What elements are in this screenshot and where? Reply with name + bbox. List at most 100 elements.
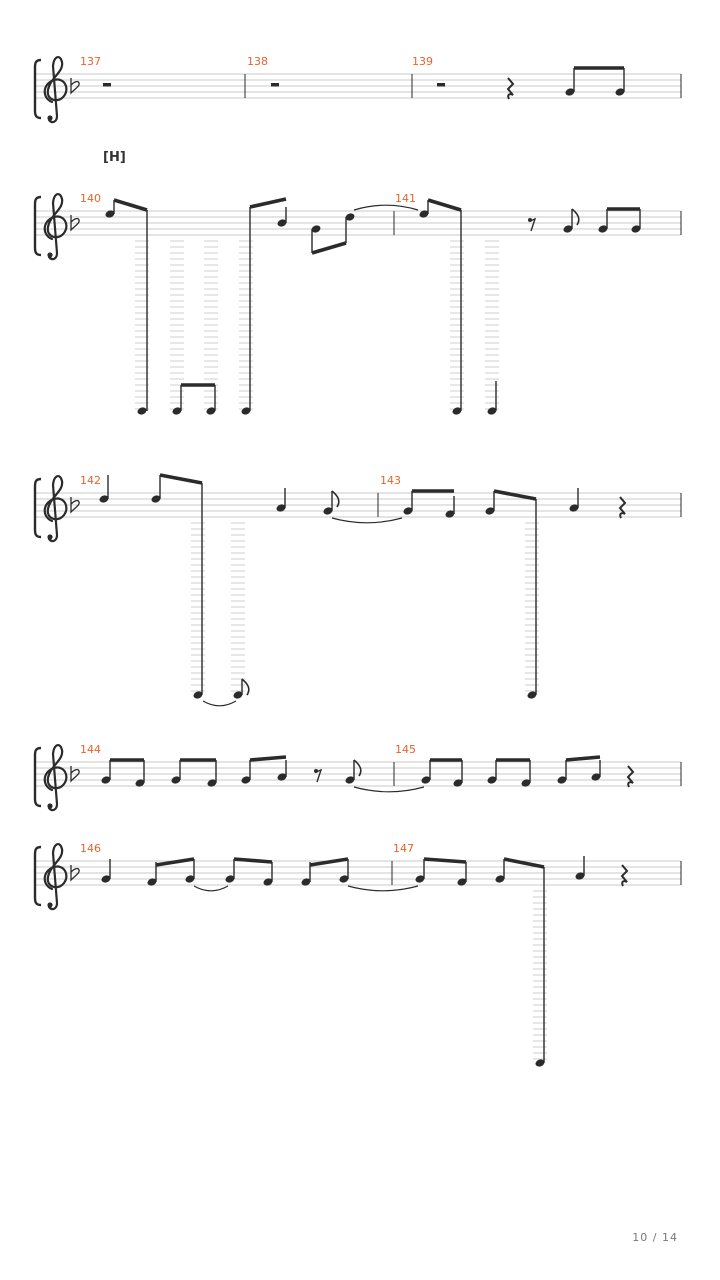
- note-head: [147, 878, 157, 886]
- note-head: [419, 210, 429, 218]
- system-2-notes: [105, 197, 641, 415]
- tie: [353, 204, 419, 211]
- staff-system: 144 145: [33, 743, 682, 812]
- quarter-rest-icon: [627, 765, 634, 788]
- system-bracket: [33, 58, 43, 120]
- note-head: [241, 407, 251, 415]
- quarter-rest-icon: [507, 77, 514, 100]
- staff-system: 137 138 139: [33, 55, 682, 124]
- tie: [331, 517, 403, 524]
- system-1-notes: [103, 66, 625, 100]
- rehearsal-mark-h: [H]: [103, 150, 126, 165]
- measure-number: 140: [80, 192, 101, 205]
- note-head: [233, 691, 243, 699]
- note-head: [487, 776, 497, 784]
- note-head: [598, 225, 608, 233]
- note-head: [277, 773, 287, 781]
- system-bracket: [33, 746, 43, 808]
- note-head: [105, 210, 115, 218]
- note-head: [137, 407, 147, 415]
- staff-system: 140 141: [33, 192, 682, 261]
- staff-system: 146 147: [33, 842, 682, 911]
- quarter-rest-icon: [619, 496, 626, 519]
- measure-number: 137: [80, 55, 101, 68]
- half-rest: [103, 83, 111, 87]
- staff-system: 142 143: [33, 474, 682, 543]
- note-head: [172, 407, 182, 415]
- note-head: [206, 407, 216, 415]
- half-rest: [271, 83, 279, 87]
- note-head: [339, 875, 349, 883]
- note-beam: [159, 473, 203, 485]
- note-head: [403, 507, 413, 515]
- system-bracket: [33, 845, 43, 907]
- note-head: [99, 495, 109, 503]
- note-head: [323, 507, 333, 515]
- note-head: [453, 779, 463, 787]
- system-5-notes: [101, 856, 628, 1067]
- note-head: [575, 872, 585, 880]
- system-4-notes: [101, 755, 634, 793]
- measure-number: 144: [80, 743, 101, 756]
- note-beam: [249, 755, 287, 762]
- tie: [202, 700, 237, 707]
- note-head: [569, 504, 579, 512]
- note-head: [452, 407, 462, 415]
- note-beam: [493, 489, 537, 501]
- note-head: [557, 776, 567, 784]
- note-flag: [353, 759, 362, 777]
- measure-number: 143: [380, 474, 401, 487]
- tie: [347, 885, 419, 892]
- note-beam: [113, 198, 148, 212]
- note-head: [151, 495, 161, 503]
- measure-number: 141: [395, 192, 416, 205]
- note-head: [135, 779, 145, 787]
- note-head: [415, 875, 425, 883]
- note-head: [457, 878, 467, 886]
- note-head: [101, 875, 111, 883]
- measure-number: 145: [395, 743, 416, 756]
- note-head: [276, 504, 286, 512]
- note-beam: [565, 755, 601, 762]
- measure-number: 146: [80, 842, 101, 855]
- note-head: [487, 407, 497, 415]
- note-head: [171, 776, 181, 784]
- note-head: [193, 691, 203, 699]
- note-flag: [331, 490, 340, 508]
- note-head: [263, 878, 273, 886]
- half-rest: [437, 83, 445, 87]
- system-bracket: [33, 477, 43, 539]
- note-head: [615, 88, 625, 96]
- note-flag: [571, 208, 580, 226]
- system-bracket: [33, 195, 43, 257]
- note-beam: [503, 857, 545, 869]
- note-head: [207, 779, 217, 787]
- note-head: [345, 213, 355, 221]
- note-head: [563, 225, 573, 233]
- note-head: [521, 779, 531, 787]
- system-3-notes: [99, 473, 626, 707]
- note-head: [495, 875, 505, 883]
- note-beam: [427, 198, 462, 212]
- note-beam: [155, 857, 195, 867]
- note-head: [591, 773, 601, 781]
- measure-number: 142: [80, 474, 101, 487]
- note-beam: [423, 857, 467, 864]
- measure-number: 139: [412, 55, 433, 68]
- note-head: [445, 510, 455, 518]
- note-head: [345, 776, 355, 784]
- measure-number: 147: [393, 842, 414, 855]
- note-head: [485, 507, 495, 515]
- note-beam: [309, 857, 349, 867]
- measure-number: 138: [247, 55, 268, 68]
- treble-clef-icon: [43, 743, 68, 812]
- note-beam: [249, 197, 287, 209]
- treble-clef-icon: [43, 55, 68, 124]
- quarter-rest-icon: [621, 864, 628, 887]
- treble-clef-icon: [43, 474, 68, 543]
- note-head: [301, 878, 311, 886]
- tie: [353, 786, 425, 793]
- note-head: [565, 88, 575, 96]
- note-beam: [311, 241, 347, 255]
- note-head: [225, 875, 235, 883]
